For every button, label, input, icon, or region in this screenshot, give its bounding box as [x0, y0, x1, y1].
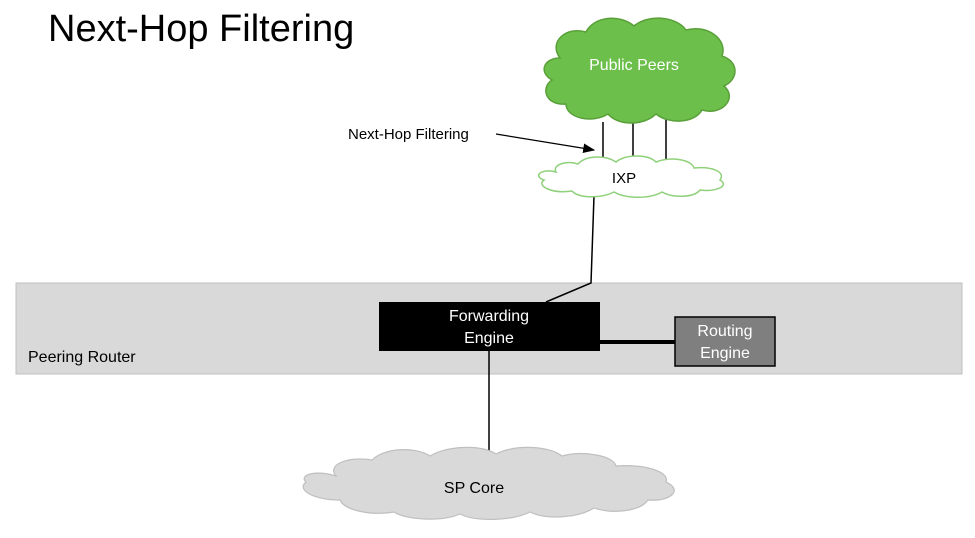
routing-engine-box: Routing Engine — [674, 316, 776, 367]
peering-router-label: Peering Router — [28, 349, 136, 366]
public-peers-cloud: Public Peers — [543, 17, 736, 124]
forwarding-engine-box: Forwarding Engine — [379, 302, 600, 351]
next-hop-filtering-annotation: Next-Hop Filtering — [348, 126, 469, 143]
annotation-arrow — [495, 133, 596, 153]
ixp-to-forwarding-link — [545, 195, 595, 303]
ixp-cloud: IXP — [538, 155, 725, 198]
routing-engine-label-line1: Routing — [697, 323, 752, 340]
sp-core-cloud: SP Core — [302, 446, 675, 521]
public-peers-label: Public Peers — [589, 57, 679, 74]
forwarding-engine-label-line2: Engine — [464, 330, 514, 347]
ixp-label: IXP — [612, 170, 636, 187]
routing-engine-label-line2: Engine — [700, 345, 750, 362]
sp-core-label: SP Core — [444, 480, 504, 497]
forwarding-engine-label-line1: Forwarding — [449, 308, 529, 325]
diagram-title: Next-Hop Filtering — [48, 8, 355, 50]
